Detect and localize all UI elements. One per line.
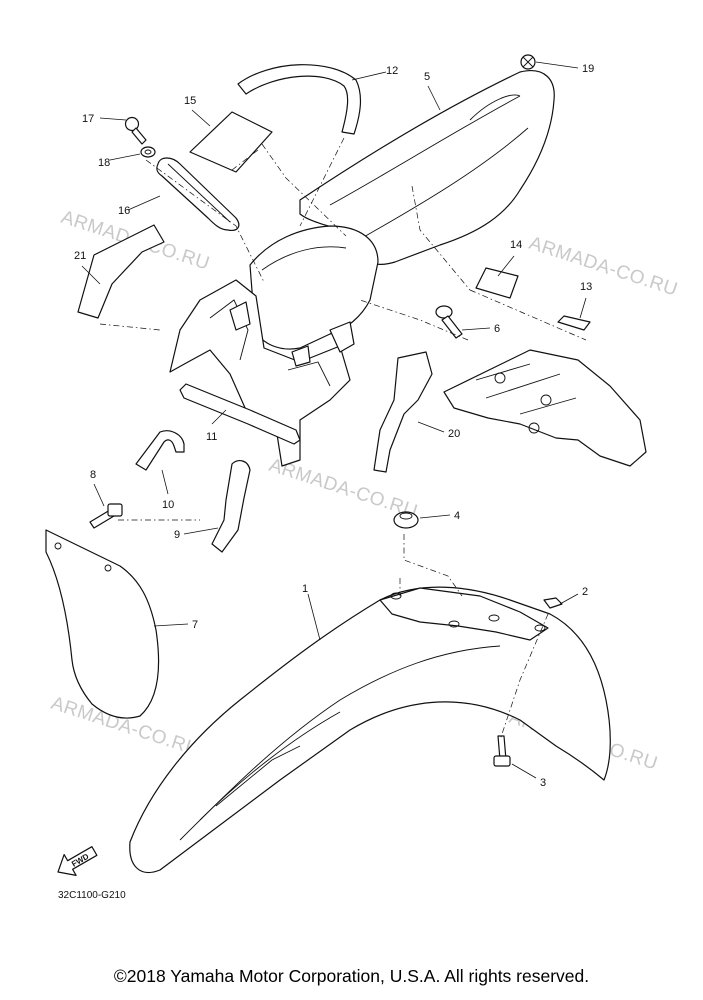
front-fender xyxy=(129,586,611,873)
pad-small-13 xyxy=(557,315,591,331)
cushion-strip xyxy=(237,64,362,135)
watermark: ARMADA-CO.RU xyxy=(526,233,680,301)
callouts: 1 2 3 4 5 6 7 8 9 10 11 12 13 14 15 16 1… xyxy=(74,63,594,789)
callout-14: 14 xyxy=(510,239,522,251)
pad-small-14 xyxy=(475,267,519,299)
protector-left xyxy=(77,224,165,319)
bolt xyxy=(435,305,463,339)
callout-12: 12 xyxy=(386,65,398,77)
grommet xyxy=(393,511,419,529)
washer xyxy=(140,146,156,158)
callout-5: 5 xyxy=(424,71,430,83)
callout-20: 20 xyxy=(448,428,460,440)
watermark: ARMADA-CO.RU xyxy=(266,455,420,523)
fwd-arrow-icon: FWD xyxy=(57,846,98,876)
bolt-8 xyxy=(89,503,123,529)
parts-diagram: ARMADA-CO.RU ARMADA-CO.RU ARMADA-CO.RU A… xyxy=(45,54,680,901)
fender-stay xyxy=(179,383,301,445)
rear-flap xyxy=(443,349,647,467)
screw xyxy=(124,116,147,145)
callout-18: 18 xyxy=(98,157,110,169)
leader-lines xyxy=(81,61,587,779)
callout-10: 10 xyxy=(162,499,174,511)
alignment-lines xyxy=(99,137,587,741)
callout-1: 1 xyxy=(302,583,308,595)
diagram-code: 32C1100-G210 xyxy=(58,890,126,901)
clip xyxy=(520,54,536,70)
callout-9: 9 xyxy=(174,529,180,541)
callout-16: 16 xyxy=(118,205,130,217)
callout-11: 11 xyxy=(206,431,217,443)
callout-4: 4 xyxy=(454,510,460,522)
bracket-9 xyxy=(211,460,251,553)
callout-13: 13 xyxy=(580,281,592,293)
pad xyxy=(189,111,273,173)
callout-3: 3 xyxy=(540,777,546,789)
band xyxy=(156,157,240,231)
bolt-3 xyxy=(493,735,511,767)
mud-flap xyxy=(45,529,160,719)
copyright-notice: ©2018 Yamaha Motor Corporation, U.S.A. A… xyxy=(113,966,590,986)
callout-6: 6 xyxy=(494,323,500,335)
callout-7: 7 xyxy=(192,619,198,631)
nut xyxy=(543,597,563,609)
callout-15: 15 xyxy=(184,95,196,107)
callout-21: 21 xyxy=(74,250,86,262)
callout-8: 8 xyxy=(90,469,96,481)
callout-19: 19 xyxy=(582,63,594,75)
callout-2: 2 xyxy=(582,586,588,598)
rear-fender xyxy=(169,70,555,467)
bracket-10 xyxy=(135,430,185,471)
callout-17: 17 xyxy=(82,113,94,125)
protector-right xyxy=(373,351,433,473)
